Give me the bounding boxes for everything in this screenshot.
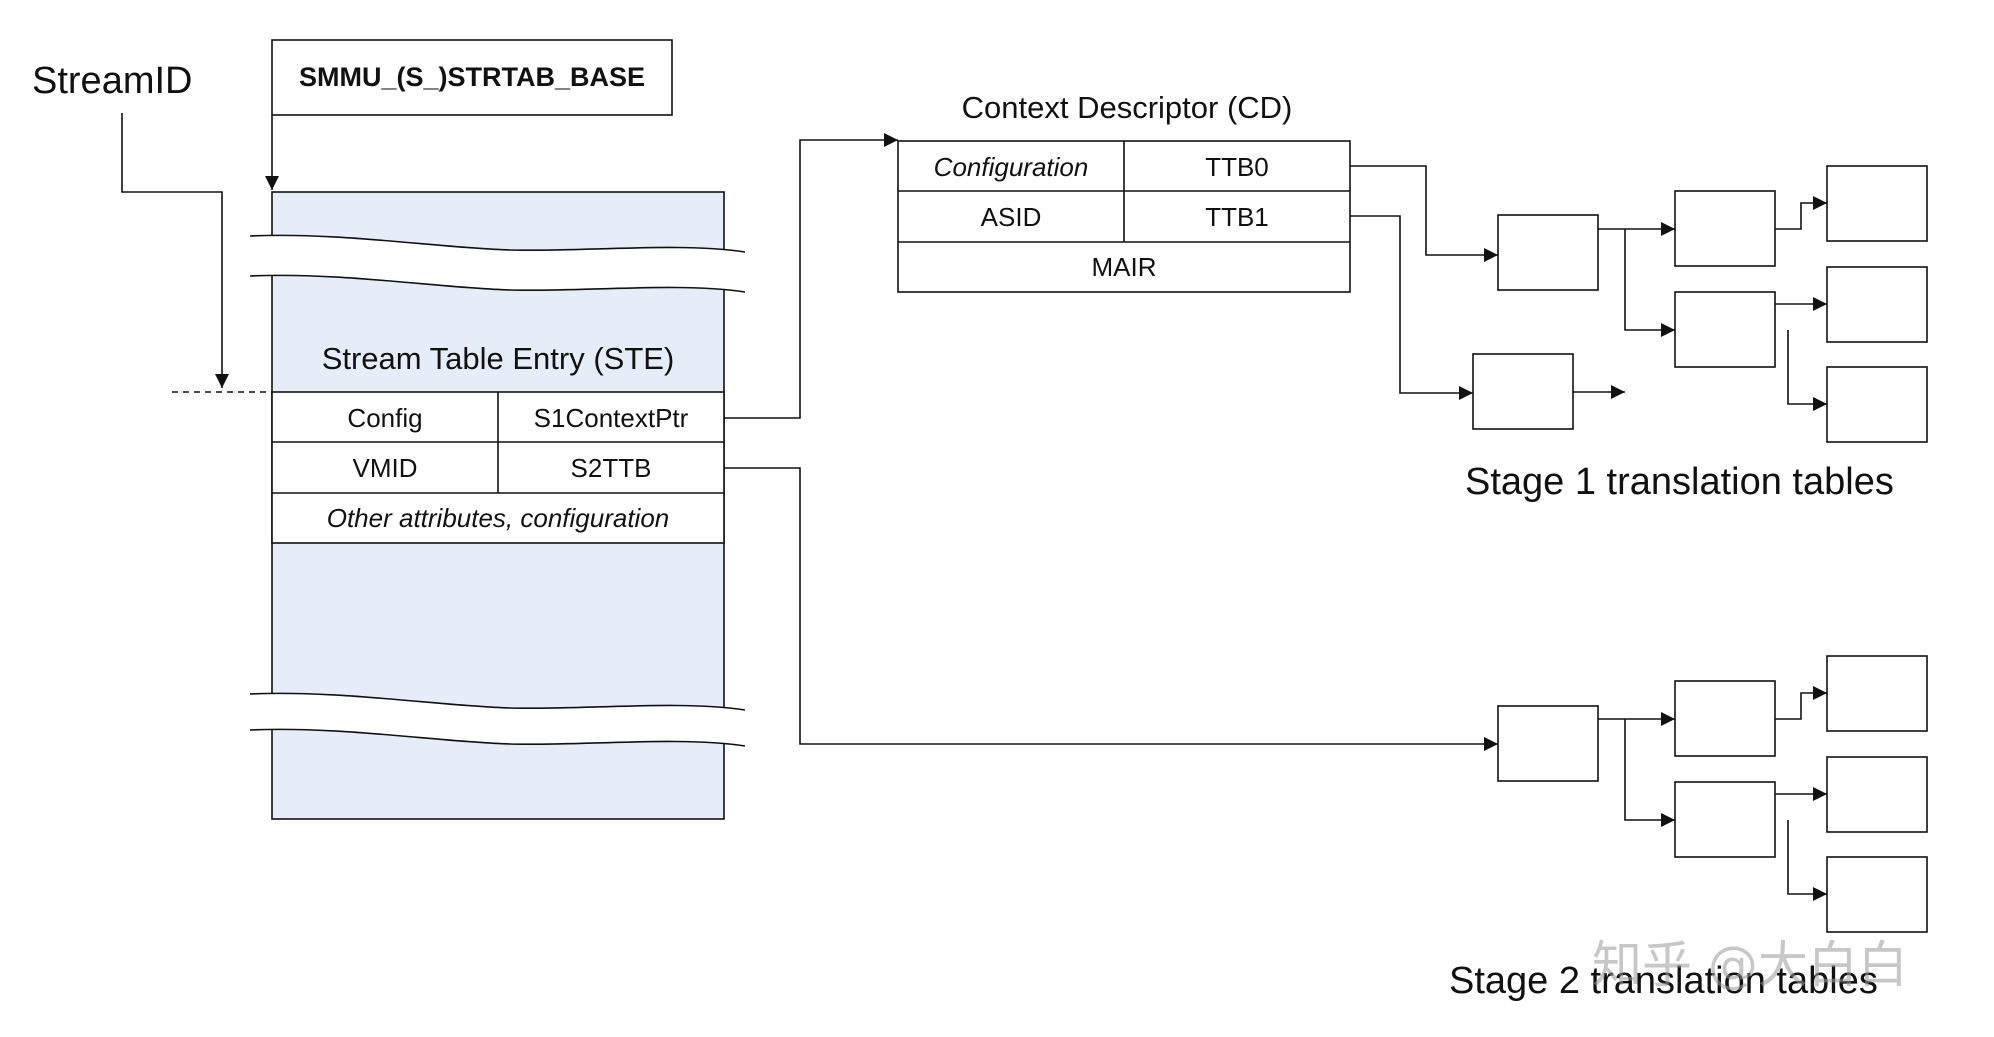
ste-other-attributes-field: Other attributes, configuration <box>327 503 670 533</box>
stream-id-arrow <box>121 113 229 388</box>
stage1-ttb1-table <box>1472 353 1574 430</box>
stage2-level2-table <box>1826 655 1928 732</box>
cd-configuration-field: Configuration <box>934 152 1089 182</box>
stage2-level1-table <box>1674 781 1776 858</box>
cd-asid-field: ASID <box>981 202 1042 232</box>
stage2-translation-tables <box>1497 655 1928 933</box>
ste-title: Stream Table Entry (STE) <box>322 341 675 376</box>
ttb1-to-stage1-arrow <box>1350 215 1473 400</box>
stage1-level1-table <box>1674 291 1776 368</box>
s2ttb-to-stage2-arrow <box>724 467 1498 751</box>
stage2-level2-table <box>1826 756 1928 833</box>
cd-mair-field: MAIR <box>1092 252 1157 282</box>
ste-vmid-field: VMID <box>353 453 418 483</box>
stage1-level2-table <box>1826 366 1928 443</box>
stream-table-break-top <box>250 235 745 292</box>
ttb0-to-stage1-arrow <box>1350 165 1498 262</box>
strtab-base-register-label: SMMU_(S_)STRTAB_BASE <box>299 62 645 92</box>
watermark: 知乎 @大白白 <box>1592 936 1908 994</box>
stage1-translation-tables <box>1472 165 1928 443</box>
ste-s1contextptr-field: S1ContextPtr <box>534 403 689 433</box>
stream-id-label: StreamID <box>32 60 192 102</box>
stage2-level2-table <box>1826 856 1928 933</box>
stage1-level2-table <box>1826 165 1928 242</box>
stage1-level2-table <box>1826 266 1928 343</box>
stage1-level1-table <box>1674 190 1776 267</box>
ste-s2ttb-field: S2TTB <box>571 453 652 483</box>
s1contextptr-to-cd-arrow <box>724 133 898 419</box>
stage1-level0-table <box>1497 214 1599 291</box>
stage2-label: Stage 2 translation tables <box>1449 960 1878 1002</box>
cd-title: Context Descriptor (CD) <box>962 90 1293 125</box>
cd-ttb0-field: TTB0 <box>1205 152 1269 182</box>
strtab-base-register <box>271 39 673 116</box>
stage2-level1-table <box>1674 680 1776 757</box>
ste-config-field: Config <box>347 403 422 433</box>
stage1-label: Stage 1 translation tables <box>1465 461 1894 503</box>
stage2-level0-table <box>1497 705 1599 782</box>
cd-ttb1-field: TTB1 <box>1205 202 1269 232</box>
